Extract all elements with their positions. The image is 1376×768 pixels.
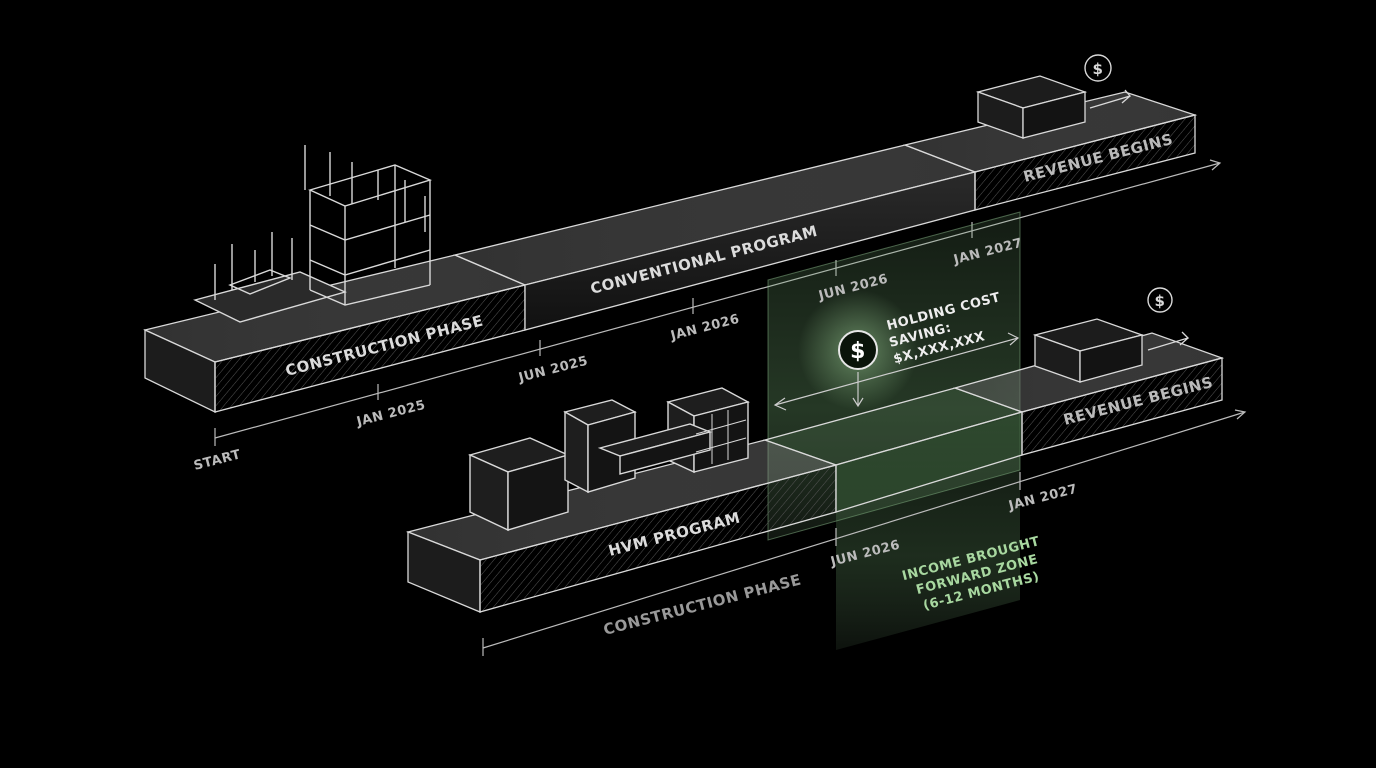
- hvm-beam: [405, 332, 1225, 613]
- revenue-building-top: [975, 75, 1132, 139]
- dollar-coin-bottom-icon: $: [1147, 287, 1173, 313]
- dollar-saving-icon: $: [838, 330, 878, 370]
- conv-revenue-front: [974, 114, 1196, 211]
- tick-start: START: [192, 447, 242, 474]
- revenue-building-bottom: [1032, 318, 1190, 383]
- construction-frame-illustration: [193, 145, 433, 323]
- conventional-beam: [143, 91, 1198, 414]
- svg-text:$: $: [1155, 292, 1166, 310]
- hvm-revenue-front: [1021, 357, 1223, 456]
- svg-text:$: $: [850, 339, 866, 364]
- svg-text:$: $: [1093, 60, 1104, 78]
- top-timeline-axis: [214, 159, 1222, 446]
- bottom-timeline-axis: [482, 409, 1247, 656]
- tick-jan2026: JAN 2026: [668, 312, 741, 344]
- tick-jan2025: JAN 2025: [354, 398, 427, 430]
- modular-buildings-illustration: [467, 387, 750, 532]
- hvm-phase-label: CONSTRUCTION PHASE: [601, 570, 803, 638]
- dollar-coin-top-icon: $: [1084, 54, 1112, 82]
- tick-jun2025: JUN 2025: [516, 354, 589, 387]
